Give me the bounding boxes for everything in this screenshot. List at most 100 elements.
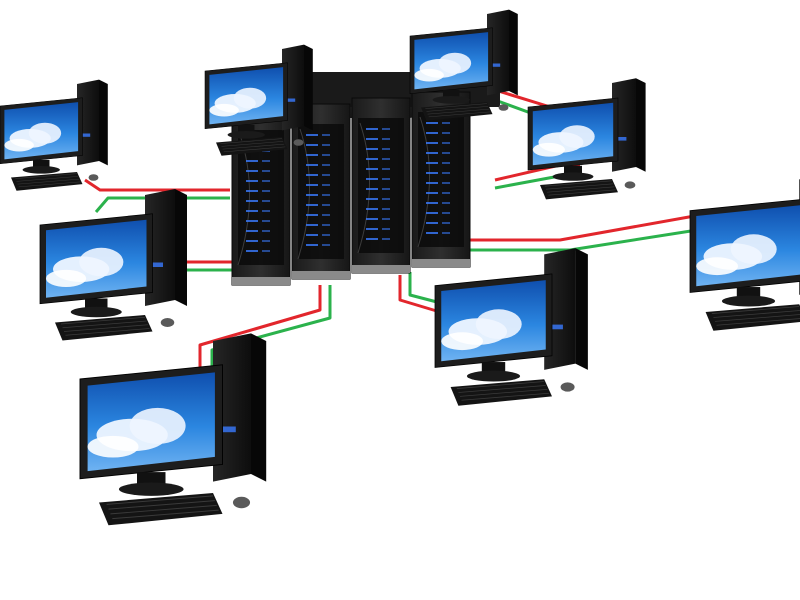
server-led [322,174,330,176]
server-led [306,204,318,206]
server-led [246,230,258,232]
keyboard-keys-row [711,306,800,314]
server-led [382,198,390,200]
server-led [262,240,270,242]
cabinet-glass-door [298,124,344,259]
server-led [426,192,438,194]
keyboard-keys-row [223,146,286,153]
monitor-base [552,172,594,181]
server-led [246,250,258,252]
pc-tower-side [99,79,108,166]
tower-drive-light [285,98,296,102]
server-led [442,232,450,234]
keyboard-keys-row [459,388,548,397]
server-led [366,188,378,190]
keyboard-keys-row [547,186,615,193]
monitor-stand [736,287,761,298]
workstation-top-right [409,9,518,121]
server-led [426,222,438,224]
server-led [442,152,450,154]
server-led [366,138,378,140]
server-led [442,182,450,184]
server-led [306,144,318,146]
server-led [306,174,318,176]
server-led [382,238,390,240]
workstation-top-center [204,44,313,156]
keyboard-keys-row [716,318,800,326]
server-led [442,142,450,144]
server-led [442,192,450,194]
server-led [382,188,390,190]
keyboard-keys-row [62,320,147,329]
server-led [322,134,330,136]
server-led [262,190,270,192]
pc-tower-side [175,189,187,306]
cloud-shape [532,142,565,157]
tower-drive-light [548,324,563,330]
server-led [382,208,390,210]
workstation-center-lower [434,248,588,406]
green-cable [94,196,230,213]
server-led [246,220,258,222]
server-led [382,148,390,150]
glass-reflection [357,122,370,254]
server-led [382,168,390,170]
server-led [322,234,330,236]
server-led [306,154,318,156]
server-led [262,230,270,232]
keyboard [450,379,552,406]
keyboard-keys-row [108,500,215,510]
keyboard-keys-row [713,310,800,318]
server-led [322,144,330,146]
keyboard-keys-row [427,108,490,115]
cloud-shape [233,87,267,109]
monitor-base [118,482,184,496]
cabinet-glass-door [358,118,404,253]
tower-drive-light [615,137,627,141]
server-led [382,138,390,140]
server-led [426,172,438,174]
pc-tower-side [509,9,518,96]
rack-cabinet [411,91,471,268]
server-led [246,180,258,182]
server-led [306,244,318,246]
mouse [624,181,636,189]
server-led [262,160,270,162]
keyboard-keys-row [545,183,614,190]
cloud-shape [4,138,34,152]
monitor-base [466,370,521,382]
server-led [366,128,378,130]
mouse [232,496,251,509]
monitor-screen [696,205,800,287]
pc-tower-side [304,44,313,131]
monitor-stand [137,472,166,486]
server-led [442,202,450,204]
server-led [382,218,390,220]
server-led [322,184,330,186]
server-led [426,232,438,234]
workstation-right-upper [527,78,646,200]
server-led [366,158,378,160]
monitor-base [22,165,60,174]
keyboard-keys-row [425,103,488,109]
server-led [426,152,438,154]
monitor-screen [46,219,147,298]
server-led [246,200,258,202]
server-led [426,202,438,204]
server-led [426,122,438,124]
keyboard [11,172,83,191]
monitor-stand [33,159,50,168]
workstation-top-left [0,79,108,191]
workstation-left-middle [39,189,187,341]
server-led [442,162,450,164]
server-led [246,170,258,172]
pc-tower-side [251,333,267,482]
cloud-shape [209,103,239,117]
server-led [366,198,378,200]
mouse [88,174,99,181]
server-led [262,200,270,202]
workstation-bottom-left [79,333,267,526]
glass-reflection [417,116,430,248]
keyboard [540,179,618,200]
server-led [382,128,390,130]
